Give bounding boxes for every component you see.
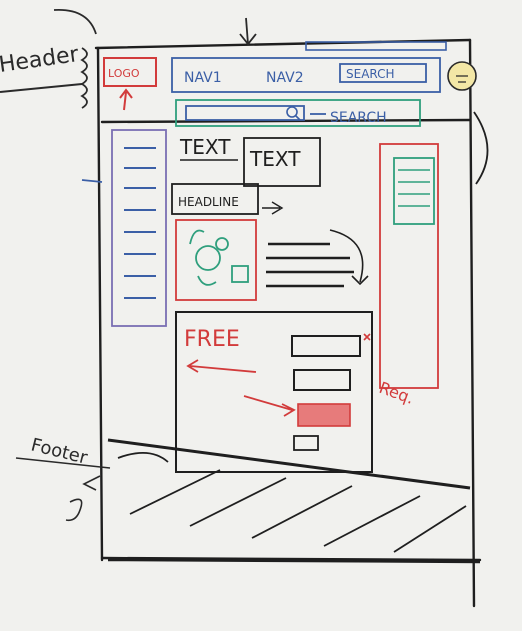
sidebar-lines	[124, 147, 156, 299]
footer-bottom-line	[107, 558, 481, 564]
form-box	[175, 311, 373, 473]
footer-top-line	[107, 438, 471, 490]
top-bar-strip	[305, 41, 447, 51]
headline-arrow	[262, 201, 284, 215]
image-icon	[189, 229, 249, 286]
bulb-icon	[447, 61, 477, 91]
footer-hatching	[117, 452, 467, 553]
arrow-left-side	[81, 179, 103, 183]
curved-arrow-right	[473, 111, 489, 185]
form-free-label: FREE	[184, 327, 240, 352]
header-underline	[0, 83, 83, 93]
nav-search-button-label: SEARCH	[346, 67, 395, 81]
headline-label: HEADLINE	[178, 195, 239, 209]
right-sidebar	[379, 143, 439, 389]
required-label: Req.	[377, 378, 417, 408]
form-field-2[interactable]	[293, 369, 351, 391]
required-mark	[363, 333, 371, 341]
headline-box	[171, 183, 259, 215]
footer-label: Footer	[29, 434, 90, 468]
content-lines	[266, 242, 354, 288]
search-input[interactable]	[185, 105, 305, 121]
curved-arrow-content	[329, 229, 369, 286]
nav-item-2[interactable]: NAV2	[266, 70, 304, 86]
nav-item-1[interactable]: NAV1	[184, 70, 222, 86]
text-block-1: TEXT	[179, 135, 231, 159]
search-label: SEARCH	[330, 110, 387, 126]
text-block-2-label: TEXT	[249, 147, 301, 171]
arrow-top-left	[53, 9, 97, 35]
form-submit-button[interactable]	[297, 403, 351, 427]
nav-bar	[171, 57, 441, 93]
arrow-top-mid	[239, 17, 257, 46]
widget-lines	[398, 169, 430, 207]
form-field-1[interactable]	[291, 335, 361, 357]
nav-search-button[interactable]	[339, 63, 427, 83]
free-arrow	[186, 359, 257, 373]
search-bar	[175, 99, 421, 127]
image-placeholder	[175, 219, 257, 301]
footer-curl	[65, 498, 83, 522]
logo-box	[103, 57, 157, 87]
search-icon[interactable]	[286, 106, 301, 121]
form-checkbox[interactable]	[293, 435, 319, 451]
left-sidebar	[111, 129, 167, 327]
logo-arrow	[119, 88, 133, 111]
footer-arrow	[82, 475, 101, 491]
footer-underline	[15, 457, 111, 469]
text-block-2	[243, 137, 321, 187]
right-sidebar-widget	[393, 157, 435, 225]
page-outline	[94, 38, 482, 608]
logo-label: LOGO	[108, 67, 140, 80]
submit-arrow	[243, 395, 296, 417]
header-label: Header	[0, 42, 81, 78]
header-bracket	[80, 47, 88, 109]
